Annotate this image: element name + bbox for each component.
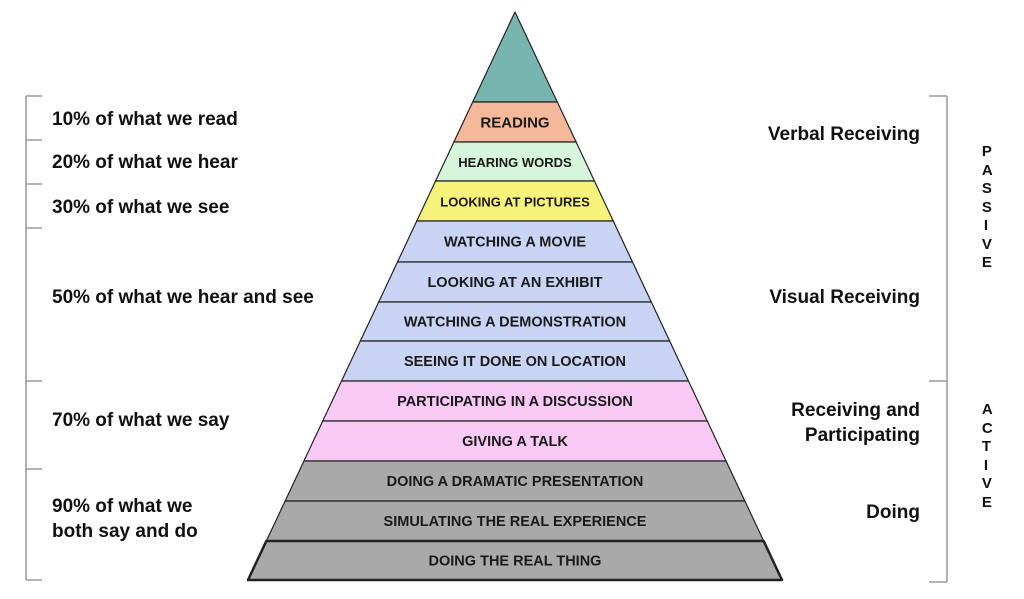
retention-90-label-line2: both say and do <box>52 521 198 542</box>
retention-70-label: 70% of what we say <box>52 410 230 431</box>
right-bracket <box>929 95 948 583</box>
pyramid-band-label: LOOKING AT AN EXHIBIT <box>427 275 602 291</box>
retention-50-label: 50% of what we hear and see <box>52 287 314 308</box>
pyramid-band-label: READING <box>480 115 549 132</box>
receiving-participating-label-line1: Receiving and <box>791 400 920 421</box>
retention-10-label: 10% of what we read <box>52 109 238 130</box>
passive-vertical-label: PASSIVE <box>976 143 996 273</box>
receiving-participating-label-line2: Participating <box>804 425 920 446</box>
pyramid: READING HEARING WORDS LOOKING AT PICTURES W… <box>246 11 784 582</box>
active-vertical-label: ACTIVE <box>976 401 996 512</box>
pyramid-band-label: GIVING A TALK <box>462 434 568 450</box>
retention-30-label: 30% of what we see <box>52 197 230 218</box>
visual-receiving-label: Visual Receiving <box>769 287 920 308</box>
pyramid-band-doing-the-real-thing <box>246 539 784 582</box>
vertical-label-text: ACTIVE <box>981 401 993 511</box>
verbal-receiving-label: Verbal Receiving <box>767 124 920 145</box>
pyramid-band-label: WATCHING A DEMONSTRATION <box>404 315 626 331</box>
pyramid-band-label: SIMULATING THE REAL EXPERIENCE <box>384 514 647 530</box>
retention-90-label-line1: 90% of what we <box>52 496 193 517</box>
pyramid-band-label: PARTICIPATING IN A DISCUSSION <box>397 394 633 410</box>
retention-20-label: 20% of what we hear <box>52 152 238 173</box>
pyramid-band-label: DOING A DRAMATIC PRESENTATION <box>387 474 644 490</box>
left-bracket <box>25 95 42 581</box>
pyramid-band-label: HEARING WORDS <box>458 155 572 170</box>
doing-label: Doing <box>866 502 920 523</box>
pyramid-band-label: DOING THE REAL THING <box>429 554 602 570</box>
vertical-label-text: PASSIVE <box>981 143 993 271</box>
pyramid-band-label: WATCHING A MOVIE <box>444 235 586 251</box>
pyramid-band-apex <box>472 11 558 103</box>
pyramid-band-label: SEEING IT DONE ON LOCATION <box>404 354 626 370</box>
pyramid-band-label: LOOKING AT PICTURES <box>440 195 590 210</box>
